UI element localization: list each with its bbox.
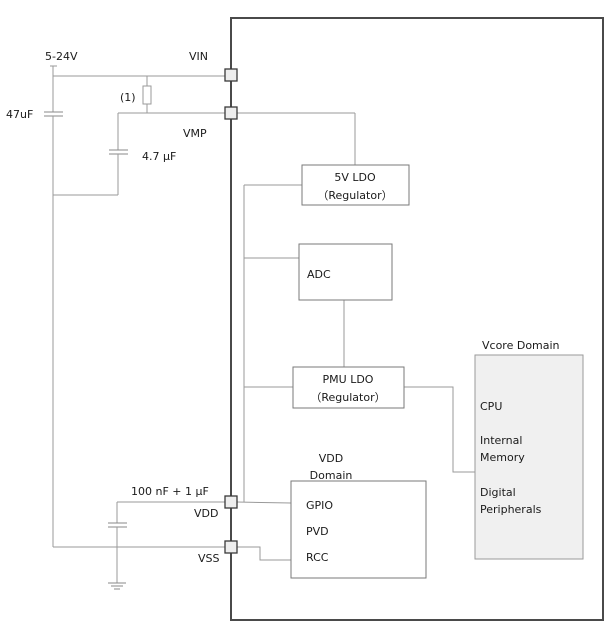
adc-block [298, 243, 393, 301]
pin-label-vin: VIN [189, 50, 208, 63]
resistor-icon [142, 85, 152, 105]
vdd-domain-block [290, 480, 427, 579]
pin-vmp[interactable] [224, 106, 238, 120]
resistor-note: (1) [120, 91, 136, 104]
vdd-cap-label: 100 nF + 1 µF [131, 485, 209, 498]
vdd-item-gpio: GPIO [306, 499, 333, 512]
vcore-item-cpu: CPU [480, 400, 502, 413]
ldo5v-block [301, 164, 410, 206]
vcore-domain-title: Vcore Domain [482, 339, 560, 352]
vcore-domain-block [474, 354, 584, 560]
pin-vdd[interactable] [224, 495, 238, 509]
pin-label-vdd: VDD [194, 507, 218, 520]
bulk-cap-label: 47uF [6, 108, 33, 121]
pin-vss[interactable] [224, 540, 238, 554]
vcore-item-digital: Digital [480, 486, 516, 499]
vdd-domain-title-1: VDD [319, 452, 343, 465]
vss-to-rcc-wire [237, 546, 291, 561]
pin-vin[interactable] [224, 68, 238, 82]
vcore-item-memory: Memory [480, 451, 525, 464]
vcore-item-internal: Internal [480, 434, 522, 447]
pmu-to-vcore-wire [404, 386, 475, 473]
ldo5v-label-2: （Regulator） [317, 189, 392, 202]
pmu-ldo-label-2: （Regulator） [310, 391, 385, 404]
vcore-item-peripherals: Peripherals [480, 503, 542, 516]
adc-label: ADC [307, 268, 331, 281]
vdd-item-pvd: PVD [306, 525, 329, 538]
ldo5v-label-1: 5V LDO [334, 171, 376, 184]
pmu-ldo-block [292, 366, 405, 409]
pin-label-vss: VSS [198, 552, 220, 565]
vdd-item-rcc: RCC [306, 551, 329, 564]
supply-label: 5-24V [45, 50, 78, 63]
ground-icon [108, 582, 126, 590]
vdd-to-gpio-wire [236, 501, 292, 504]
vmp-cap-label: 4.7 µF [142, 150, 176, 163]
vdd-domain-title-2: Domain [310, 469, 353, 482]
pmu-ldo-label-1: PMU LDO [323, 373, 374, 386]
pin-label-vmp: VMP [183, 127, 207, 140]
